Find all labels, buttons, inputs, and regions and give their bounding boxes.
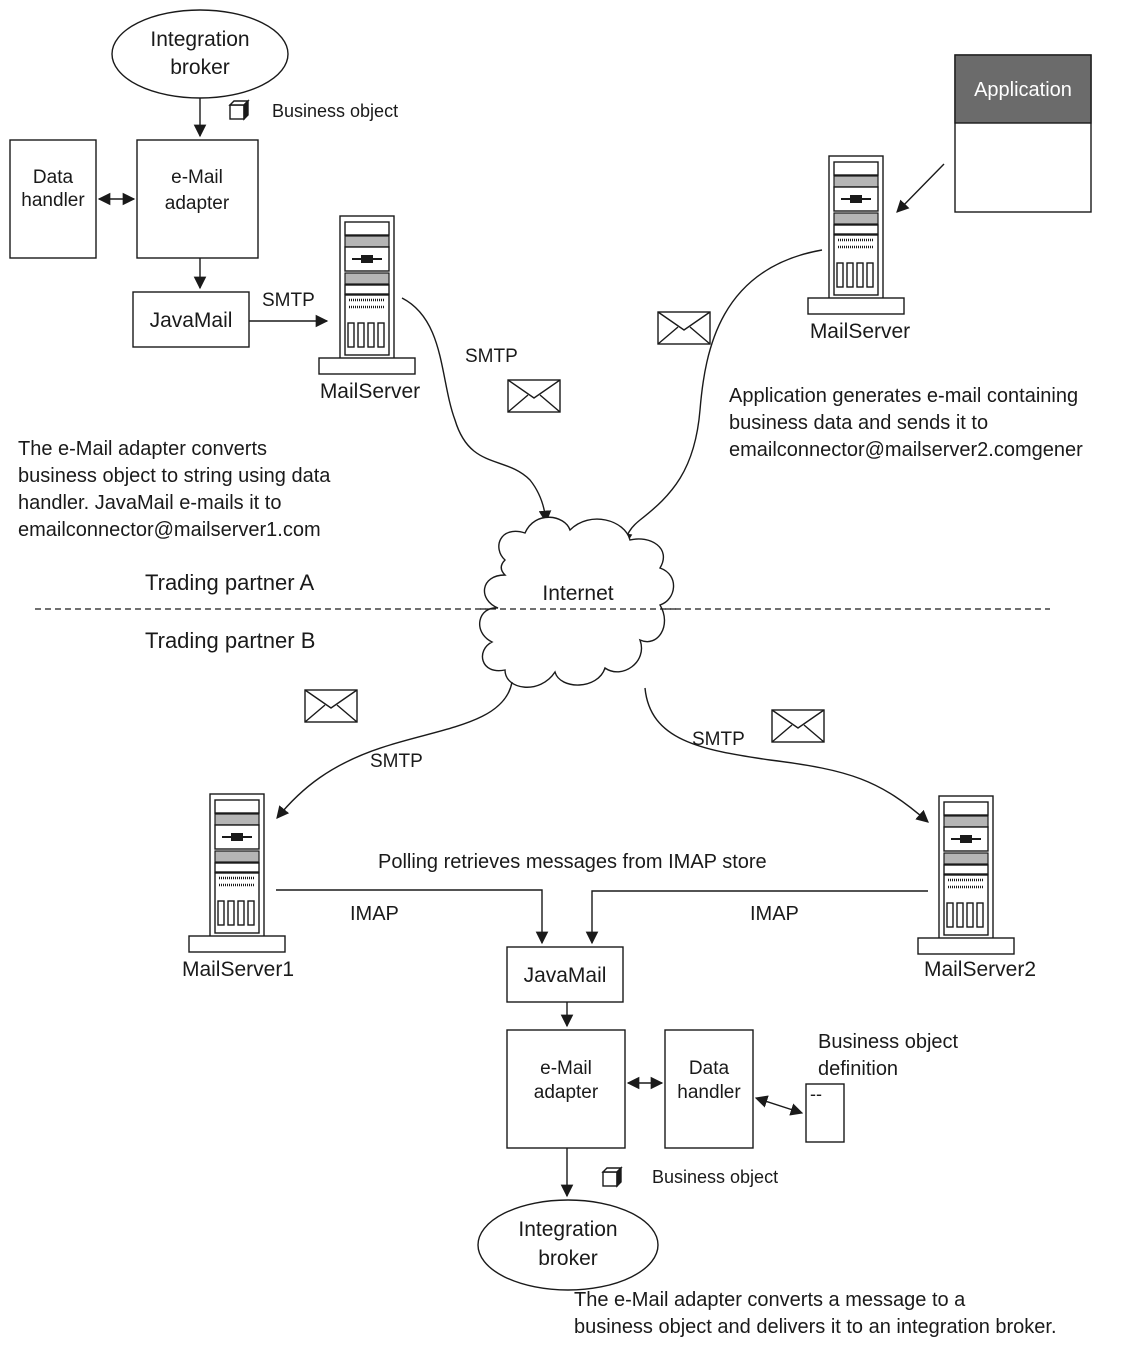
top-data-handler-box: Data handler (9, 139, 97, 259)
bo-definition-line2: definition (818, 1058, 898, 1080)
top-desc-line1: The e-Mail adapter converts (18, 438, 267, 460)
remote-mailserver-to-internet-path (619, 249, 823, 547)
bottom-business-object-icon (602, 1167, 622, 1187)
bottom-broker-line1: Integration (518, 1218, 617, 1241)
top-broker-line2: broker (170, 56, 230, 79)
mailserver-to-internet-path (401, 297, 552, 524)
top-adapter-line2: adapter (165, 193, 230, 214)
bottom-desc-line2: business object and delivers it to an in… (574, 1316, 1057, 1338)
bottom-smtp-left-label: SMTP (370, 751, 423, 772)
envelope-icon-top (507, 379, 561, 413)
remote-desc-line2: business data and sends it to (729, 412, 988, 434)
internet-to-mailserver1-path (276, 681, 513, 819)
bottom-javamail-label: JavaMail (524, 964, 607, 987)
bo-definition-line1: Business object (818, 1031, 959, 1053)
internet-cloud (478, 516, 675, 688)
bottom-email-adapter-box: e-Mail adapter (506, 1029, 626, 1149)
top-data-handler-line2: handler (21, 190, 85, 211)
bottom-data-handler-box: Data handler (664, 1029, 754, 1149)
bottom-business-object-label: Business object (652, 1167, 778, 1187)
business-object-icon (229, 100, 249, 120)
bottom-desc-line1: The e-Mail adapter converts a message to… (574, 1289, 966, 1311)
application-to-mailserver-arrow (896, 163, 945, 213)
top-desc-line3: handler. JavaMail e-mails it to (18, 492, 281, 514)
envelope-icon-remote (657, 311, 711, 345)
application-label: Application (974, 79, 1072, 101)
top-smtp-label-1: SMTP (262, 290, 315, 311)
bottom-broker-line2: broker (538, 1247, 598, 1270)
mailserver1-imap-arrow (276, 889, 549, 945)
top-javamail-box: JavaMail (132, 291, 250, 348)
mailserver2 (917, 795, 1015, 955)
top-smtp-label-2: SMTP (465, 346, 518, 367)
bottom-adapter-line2: adapter (534, 1082, 599, 1103)
envelope-icon-right (771, 709, 825, 743)
imap-left-label: IMAP (350, 903, 399, 925)
handler-definition-arrow (754, 1095, 804, 1116)
mailserver2-imap-arrow (585, 890, 928, 945)
envelope-icon-left (304, 689, 358, 723)
bottom-handler-line2: handler (677, 1082, 741, 1103)
bottom-javamail-box: JavaMail (506, 946, 624, 1003)
top-adapter-line1: e-Mail (171, 167, 223, 188)
bottom-adapter-line1: e-Mail (540, 1058, 592, 1079)
trading-partner-a-label: Trading partner A (145, 570, 314, 595)
top-data-handler-line1: Data (33, 167, 74, 188)
mailserver2-label: MailServer2 (924, 958, 1036, 981)
top-integration-broker: Integration broker (111, 9, 289, 99)
internet-label: Internet (542, 582, 613, 605)
top-desc-line2: business object to string using data (18, 465, 331, 487)
top-broker-line1: Integration (150, 28, 249, 51)
trading-partner-b-label: Trading partner B (145, 628, 315, 653)
bo-definition-doc-mark: -- (810, 1084, 822, 1104)
top-mailserver-label: MailServer (320, 380, 420, 403)
remote-mailserver (807, 155, 905, 315)
top-desc-line4: emailconnector@mailserver1.com (18, 519, 321, 541)
bottom-smtp-right-label: SMTP (692, 729, 745, 750)
imap-right-label: IMAP (750, 903, 799, 925)
mailserver1-label: MailServer1 (182, 958, 294, 981)
top-javamail-label: JavaMail (150, 309, 233, 332)
application-box: Application (954, 54, 1092, 213)
top-business-object-label: Business object (272, 101, 398, 121)
top-email-adapter-box: e-Mail adapter (136, 139, 259, 259)
bo-definition-document: -- (805, 1083, 845, 1143)
polling-label: Polling retrieves messages from IMAP sto… (378, 851, 767, 873)
bottom-handler-line1: Data (689, 1058, 730, 1079)
internet-to-mailserver2-path (644, 687, 929, 823)
top-mailserver (318, 215, 416, 375)
remote-desc-line1: Application generates e-mail containing (729, 385, 1078, 407)
remote-mailserver-label: MailServer (810, 320, 910, 343)
bottom-integration-broker: Integration broker (477, 1199, 659, 1291)
mailserver1 (188, 793, 286, 953)
remote-desc-line3: emailconnector@mailserver2.comgener (729, 439, 1083, 461)
